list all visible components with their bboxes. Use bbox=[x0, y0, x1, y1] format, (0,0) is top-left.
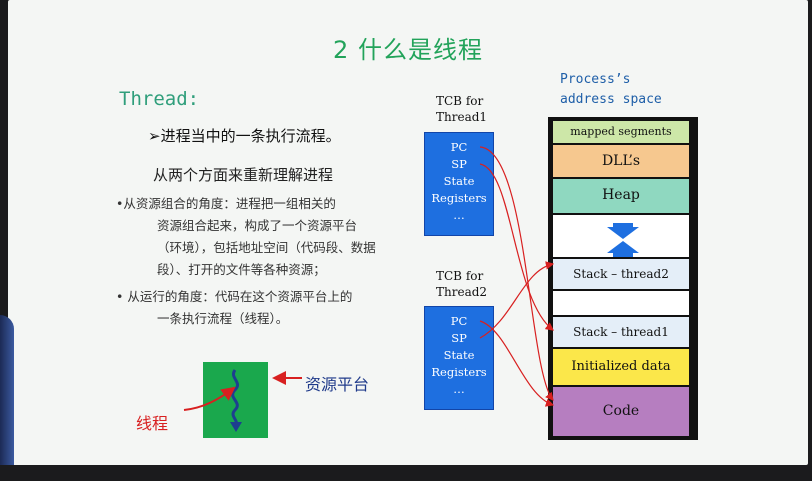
segment-dll: DLL’s bbox=[553, 145, 689, 177]
slide: 2 什么是线程 Thread: ➢进程当中的一条执行流程。 从两个方面来重新理解… bbox=[8, 0, 808, 465]
segment-heap: Heap bbox=[553, 179, 689, 213]
tcb2-label: TCB for Thread2 bbox=[436, 268, 487, 300]
resource-platform-label: 资源平台 bbox=[305, 375, 370, 394]
tcb2-pc-arrow bbox=[479, 320, 555, 407]
bullet-line: （环境），包括地址空间（代码段、数据 bbox=[157, 240, 376, 255]
thread-arrow bbox=[183, 386, 236, 411]
growth-arrows bbox=[607, 223, 639, 257]
tcb2-state: State bbox=[443, 348, 475, 362]
bullet-line: •从资源组合的角度：进程把一组相关的 bbox=[116, 196, 336, 211]
heap-growth-arrow-icon bbox=[607, 223, 639, 239]
address-space-label: Process’s address space bbox=[560, 70, 662, 110]
segment-mapped: mapped segments bbox=[553, 121, 689, 143]
thread-label: 线程 bbox=[136, 414, 169, 433]
tcb2-registers: Registers bbox=[431, 365, 487, 379]
address-space-column: mapped segments DLL’s Heap Stack – threa… bbox=[548, 117, 698, 440]
slide-title: 2 什么是线程 bbox=[333, 36, 483, 64]
tcb1-ellipsis: … bbox=[453, 208, 465, 222]
tcb1-state: State bbox=[443, 174, 475, 188]
bullet-line: 段）、打开的文件等各种资源； bbox=[157, 262, 326, 277]
tcb1-pc: PC bbox=[450, 140, 468, 154]
pointer-arrows bbox=[183, 146, 555, 411]
tcb2-box: PC SP State Registers … bbox=[424, 306, 494, 410]
tcb1-sp-arrow bbox=[479, 163, 554, 331]
segment-stack-thread1: Stack – thread1 bbox=[553, 317, 689, 347]
bullet-line: 一条执行流程（线程）。 bbox=[157, 311, 289, 326]
segment-stack-thread2: Stack – thread2 bbox=[553, 259, 689, 289]
tcb2-ellipsis: … bbox=[453, 382, 465, 396]
presenter-silhouette bbox=[0, 315, 14, 465]
thread-definition: ➢进程当中的一条执行流程。 bbox=[148, 127, 341, 145]
bullet-execution: • 从运行的角度：代码在这个资源平台上的 一条执行流程（线程）。 bbox=[116, 286, 378, 330]
tcb1-label: TCB for Thread1 bbox=[436, 93, 487, 125]
tcb2-sp-arrow bbox=[479, 261, 555, 339]
tcb1-label-line: Thread1 bbox=[436, 110, 488, 124]
tcb2-label-line: TCB for bbox=[436, 269, 484, 283]
tcb1-pc-arrow bbox=[479, 146, 554, 401]
segment-initialized-data: Initialized data bbox=[553, 349, 689, 385]
subheading: 从两个方面来重新理解进程 bbox=[153, 166, 334, 184]
bullet-line: 资源组合起来，构成了一个资源平台 bbox=[157, 218, 358, 233]
tcb2-pc: PC bbox=[450, 314, 468, 328]
bullet-line: • 从运行的角度：代码在这个资源平台上的 bbox=[116, 289, 353, 304]
tcb2-sp: SP bbox=[451, 331, 467, 345]
tcb1-box: PC SP State Registers … bbox=[424, 132, 494, 236]
tcb2-label-line: Thread2 bbox=[436, 285, 488, 299]
segment-free-mid bbox=[553, 291, 689, 315]
tcb1-registers: Registers bbox=[431, 191, 487, 205]
thread-heading: Thread: bbox=[119, 88, 200, 110]
address-space-label-line: address space bbox=[560, 92, 662, 107]
tcb1-sp: SP bbox=[451, 157, 467, 171]
segment-code: Code bbox=[553, 387, 689, 436]
bullet-resource: •从资源组合的角度：进程把一组相关的 资源组合起来，构成了一个资源平台 （环境）… bbox=[116, 193, 378, 281]
stack-growth-arrow-icon bbox=[607, 241, 639, 257]
address-space-label-line: Process’s bbox=[560, 72, 631, 87]
tcb1-label-line: TCB for bbox=[436, 94, 484, 108]
